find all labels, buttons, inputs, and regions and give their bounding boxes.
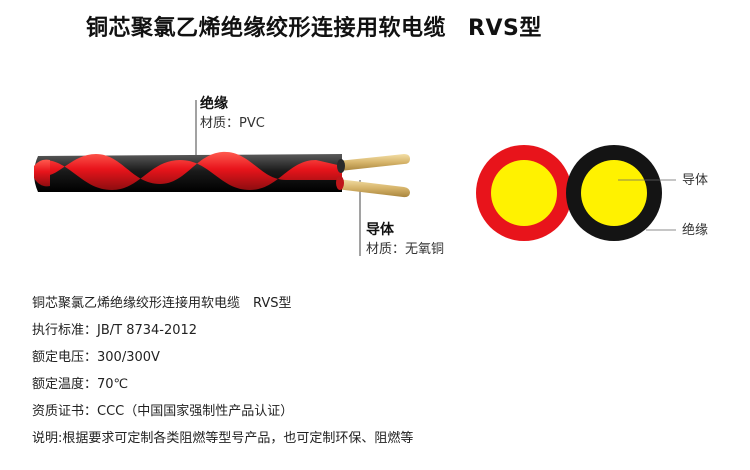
red-core-strand	[44, 151, 342, 190]
red-core-cut-end	[336, 176, 344, 190]
insulation-callout: 绝缘 材质：PVC	[200, 94, 265, 134]
spec-value: 70℃	[97, 377, 129, 392]
spec-label: 执行标准：	[32, 323, 98, 338]
spec-line-product-name: 铜芯聚氯乙烯绝缘绞形连接用软电缆 RVS型	[32, 290, 732, 317]
cable-diagram: 导体 绝缘 绝缘 材质：PVC 导体 材质：无氧铜	[0, 80, 750, 280]
spec-label: 额定电压：	[32, 350, 98, 365]
page-title: 铜芯聚氯乙烯绝缘绞形连接用软电缆 RVS型	[86, 10, 646, 42]
red-core-end	[34, 159, 50, 187]
title-text: 铜芯聚氯乙烯绝缘绞形连接用软电缆	[86, 16, 447, 41]
spec-value: JB/T 8734-2012	[97, 323, 198, 338]
cross-section-conductor-label: 导体	[682, 173, 708, 188]
spec-list: 铜芯聚氯乙烯绝缘绞形连接用软电缆 RVS型 执行标准：JB/T 8734-201…	[32, 290, 732, 452]
spec-line-note: 说明:根据要求可定制各类阻燃等型号产品，也可定制环保、阻燃等	[32, 425, 732, 452]
insulation-callout-material: 材质：PVC	[200, 116, 265, 131]
spec-line-certificate: 资质证书：CCC（中国国家强制性产品认证）	[32, 398, 732, 425]
spec-value: 铜芯聚氯乙烯绝缘绞形连接用软电缆 RVS型	[32, 296, 292, 311]
spec-line-standard: 执行标准：JB/T 8734-2012	[32, 317, 732, 344]
exposed-conductors	[336, 154, 410, 198]
spec-label: 额定温度：	[32, 377, 98, 392]
conductor-callout-material: 材质：无氧铜	[366, 242, 445, 257]
red-core-conductor-circle	[491, 160, 557, 226]
conductor-upper	[338, 154, 410, 171]
spec-label: 资质证书：	[32, 404, 98, 419]
conductor-callout-head: 导体	[366, 222, 394, 238]
conductor-lower	[336, 179, 410, 198]
title-model-code: RVS型	[468, 16, 542, 41]
conductor-callout: 导体 材质：无氧铜	[366, 220, 444, 260]
spec-line-voltage: 额定电压：300/300V	[32, 344, 732, 371]
cross-section: 导体 绝缘	[476, 145, 708, 241]
spec-value: 根据要求可定制各类阻燃等型号产品，也可定制环保、阻燃等	[62, 431, 414, 446]
black-core-cut-end	[337, 159, 345, 173]
insulation-callout-head: 绝缘	[200, 96, 228, 112]
spec-value: CCC（中国国家强制性产品认证）	[97, 404, 294, 419]
cross-section-insulation-label: 绝缘	[682, 222, 708, 238]
spec-line-temperature: 额定温度：70℃	[32, 371, 732, 398]
twisted-pair	[34, 151, 345, 192]
cable-illustration: 导体 绝缘	[34, 100, 708, 256]
black-core-conductor-circle	[581, 160, 647, 226]
spec-label: 说明:	[32, 431, 63, 446]
spec-value: 300/300V	[97, 350, 160, 365]
